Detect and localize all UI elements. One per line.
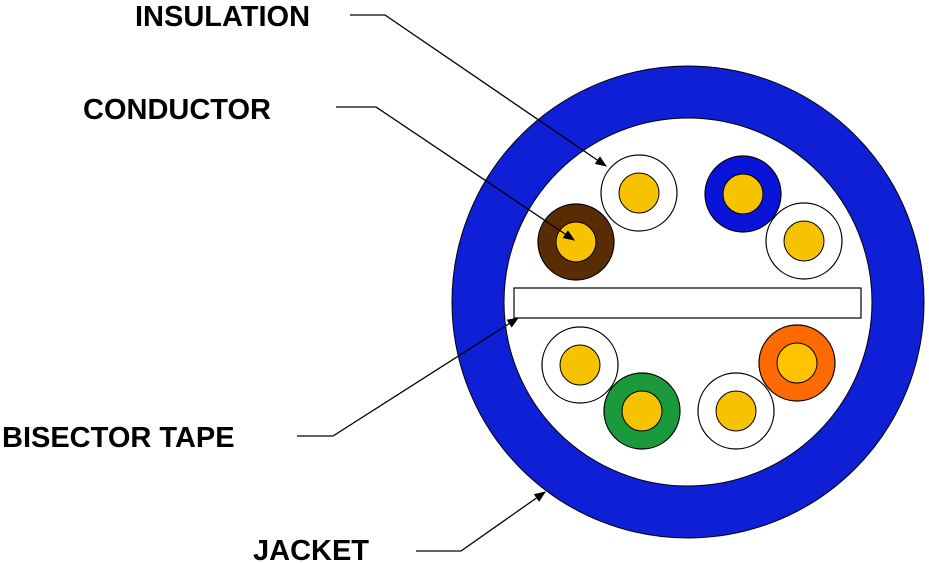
wire-green (603, 372, 681, 450)
conductor (783, 220, 825, 262)
conductor (559, 344, 601, 386)
conductor-leader-line (336, 106, 575, 241)
conductor (555, 221, 597, 263)
bisector-tape-label: BISECTOR TAPE (2, 422, 235, 454)
wire-white-green-stripe (541, 326, 619, 404)
wire-white-blue-stripe (765, 202, 843, 280)
insulation-label: INSULATION (135, 1, 310, 33)
wire-white-orange-stripe (697, 372, 775, 450)
wire-blue (704, 155, 782, 233)
conductor (621, 390, 663, 432)
wire-orange (758, 324, 836, 402)
conductor (776, 342, 818, 384)
conductor (722, 173, 764, 215)
conductor (715, 390, 757, 432)
conductor (618, 172, 660, 214)
insulation-leader-line (350, 14, 607, 167)
jacket-leader-line (416, 491, 546, 552)
conductor-label: CONDUCTOR (83, 94, 271, 126)
jacket-label: JACKET (253, 535, 369, 563)
wire-brown (537, 203, 615, 281)
bisector-tape (513, 287, 862, 319)
bisector-tape-leader-line (297, 317, 519, 437)
wire-white-brown-stripe (600, 154, 678, 232)
